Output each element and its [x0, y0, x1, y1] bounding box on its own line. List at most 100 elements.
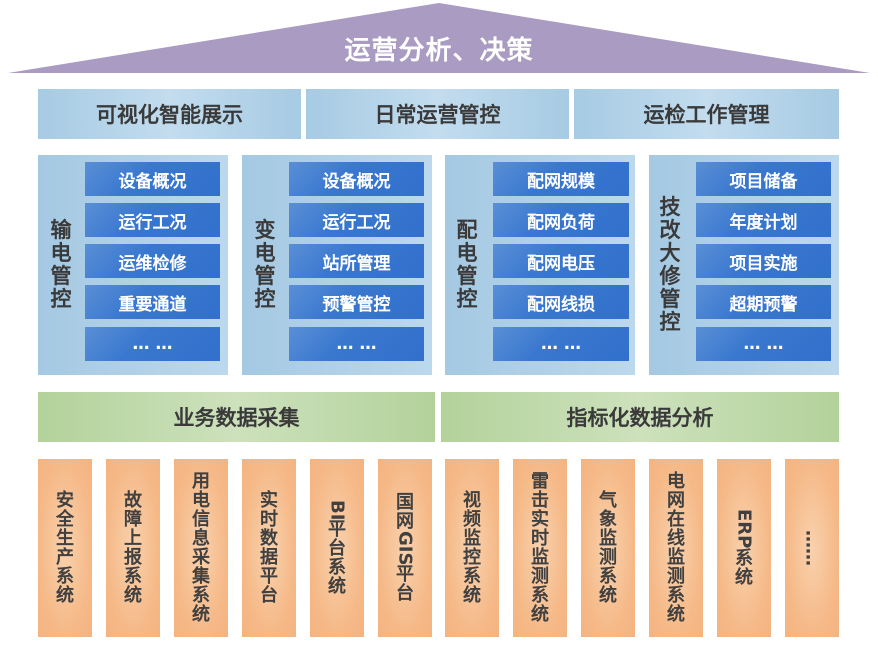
panel-substation: 变电管控 设备概况 运行工况 站所管理 预警管控 … …	[242, 155, 432, 375]
panel-title: 技改大修管控	[649, 155, 691, 375]
panel-item[interactable]: 运行工况	[85, 203, 220, 237]
system-label-part: 时	[531, 528, 549, 549]
panel-item[interactable]: 站所管理	[289, 244, 424, 278]
system-label-part: 产	[56, 547, 74, 568]
panel-distribution: 配电管控 配网规模 配网负荷 配网电压 配网线损 … …	[445, 155, 635, 375]
panel-item[interactable]: 配网电压	[493, 244, 629, 278]
system-label-part: 系	[56, 566, 74, 587]
panel-item[interactable]: 设备概况	[289, 162, 424, 196]
system-label-part: 据	[260, 547, 278, 568]
system-label-part: 气	[599, 490, 617, 511]
system-label-part: 统	[56, 585, 74, 606]
panel-item[interactable]: 运维检修	[85, 244, 220, 278]
system-label-part: 系	[192, 585, 210, 606]
system-label-part: 平	[328, 519, 346, 541]
system-label-part: 实	[260, 490, 278, 511]
system-label-part: 线	[667, 528, 685, 549]
panel-title: 变电管控	[242, 155, 288, 375]
band-indicator-analysis: 指标化数据分析	[441, 392, 839, 442]
system-column[interactable]: 气象监测系统	[581, 459, 635, 637]
panel-item-more[interactable]: … …	[493, 327, 629, 361]
system-label-part: 统	[599, 585, 617, 606]
system-label-part: 监	[667, 547, 685, 568]
panel-title-char: 控	[50, 287, 72, 311]
system-label-part: 统	[735, 566, 753, 588]
panel-item[interactable]: 超期预警	[696, 285, 831, 319]
panel-item[interactable]: 项目储备	[696, 162, 831, 196]
panel-title-char: 管	[456, 264, 478, 288]
system-label-part: 统	[667, 604, 685, 625]
panel-item[interactable]: 运行工况	[289, 203, 424, 237]
panel-item-more[interactable]: … …	[289, 327, 424, 361]
panel-item-more[interactable]: … …	[85, 327, 220, 361]
band-visual-display: 可视化智能展示	[38, 89, 301, 139]
system-label-part: 系	[531, 585, 549, 606]
system-label-part: 台	[396, 583, 414, 605]
system-column[interactable]: 雷击实时监测系统	[513, 459, 567, 637]
panel-item[interactable]: 配网负荷	[493, 203, 629, 237]
panel-title-char: 配	[456, 218, 478, 242]
panel-item[interactable]: 重要通道	[85, 285, 220, 319]
system-label-part: 系	[463, 566, 481, 587]
panel-title-char: 控	[659, 310, 681, 334]
panel-title-char: 控	[254, 287, 276, 311]
panel-item[interactable]: 预警管控	[289, 285, 424, 319]
panel-title-char: 电	[254, 241, 276, 265]
panel-title-char: 控	[456, 287, 478, 311]
system-label-part: 电	[667, 471, 685, 492]
system-label-part: 测	[599, 547, 617, 568]
system-label-part: 雷	[531, 471, 549, 492]
system-label-part: ……	[801, 530, 823, 566]
system-label-part: 平	[260, 566, 278, 587]
panel-item[interactable]: 项目实施	[696, 244, 831, 278]
system-label-part: 监	[531, 547, 549, 568]
system-label-part: 实	[531, 509, 549, 530]
system-label-part: 统	[463, 585, 481, 606]
system-label-part: 平	[396, 564, 414, 586]
system-label-part: 监	[463, 528, 481, 549]
system-label-part: 信	[192, 509, 210, 530]
system-label-part: 系	[735, 547, 753, 569]
system-column[interactable]: 用电信息采集系统	[174, 459, 228, 637]
system-label-part: 统	[192, 604, 210, 625]
system-label-part: 用	[192, 471, 210, 492]
band-data-collection: 业务数据采集	[38, 392, 435, 442]
panel-item[interactable]: 设备概况	[85, 162, 220, 196]
system-label-part: GIS	[394, 530, 416, 566]
panel-item-more[interactable]: … …	[696, 327, 831, 361]
system-column[interactable]: 安全生产系统	[38, 459, 92, 637]
system-column[interactable]: ……	[785, 459, 839, 637]
band-inspection-mgmt: 运检工作管理	[574, 89, 839, 139]
system-column[interactable]: 实时数据平台	[242, 459, 296, 637]
panel-transmission: 输电管控 设备概况 运行工况 运维检修 重要通道 … …	[38, 155, 228, 375]
system-label-part: 统	[531, 604, 549, 625]
system-label-part: 台	[328, 538, 346, 560]
system-label-part: 国	[396, 491, 414, 513]
system-label-part: 电	[192, 490, 210, 511]
system-label-part: 上	[124, 528, 142, 549]
panel-item[interactable]: 配网线损	[493, 285, 629, 319]
system-label-part: 报	[124, 547, 142, 568]
system-label-part: 击	[531, 490, 549, 511]
panel-item[interactable]: 年度计划	[696, 203, 831, 237]
system-label-part: 台	[260, 585, 278, 606]
panel-overhaul: 技改大修管控 项目储备 年度计划 项目实施 超期预警 … …	[649, 155, 839, 375]
system-label-part: 全	[56, 509, 74, 530]
system-column[interactable]: 电网在线监测系统	[649, 459, 703, 637]
panel-title-char: 技	[659, 195, 681, 219]
system-label-part: 控	[463, 547, 481, 568]
roof-title: 运营分析、决策	[344, 36, 534, 66]
system-label-part: 生	[56, 528, 74, 549]
system-label-part: 系	[124, 566, 142, 587]
panel-title: 配电管控	[445, 155, 489, 375]
system-label-part: 统	[124, 585, 142, 606]
system-column[interactable]: 视频监控系统	[445, 459, 499, 637]
panel-title-char: 管	[50, 264, 72, 288]
panel-item[interactable]: 配网规模	[493, 162, 629, 196]
system-label-part: 集	[192, 566, 210, 587]
system-column[interactable]: 故障上报系统	[106, 459, 160, 637]
panel-title-char: 输	[50, 218, 72, 242]
